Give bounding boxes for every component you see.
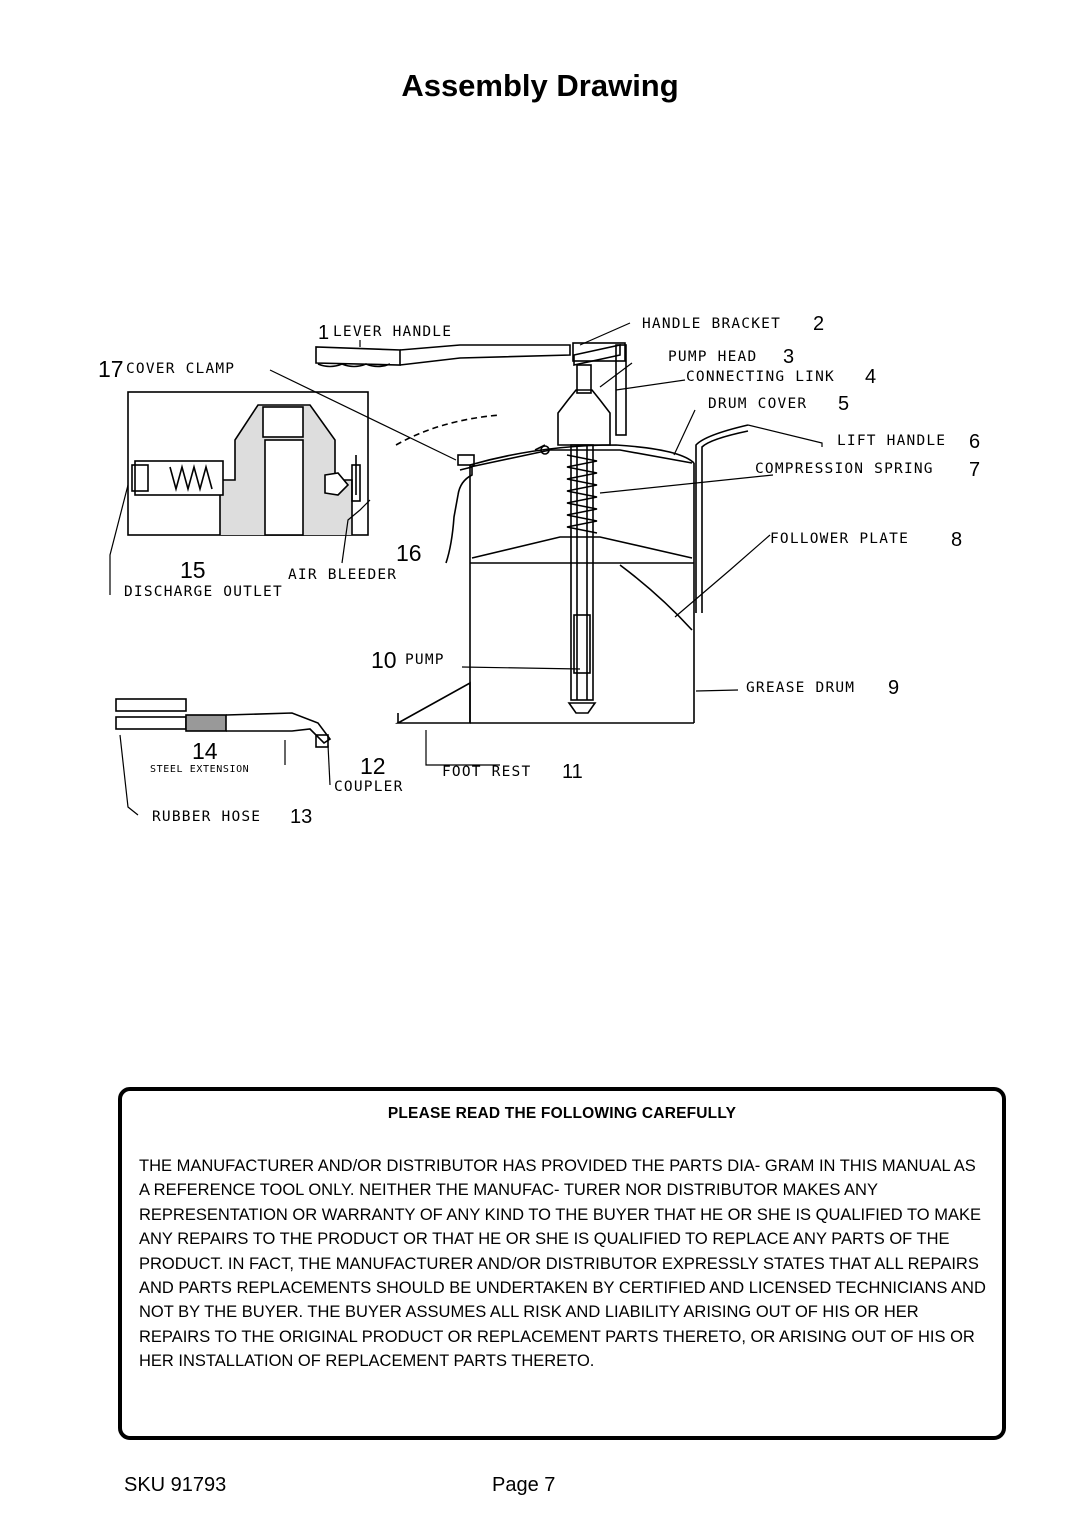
cover-clamp-drawing	[395, 414, 501, 564]
lever-handle-drawing	[315, 344, 571, 368]
label-steel-extension: STEEL EXTENSION	[150, 764, 249, 775]
label-compression-spring: COMPRESSION SPRING	[755, 461, 934, 477]
label-follower-plate: FOLLOWER PLATE	[770, 531, 909, 547]
lift-handle-drawing	[695, 424, 749, 613]
disclaimer-text: THE MANUFACTURER AND/OR DISTRIBUTOR HAS …	[139, 1157, 986, 1371]
callout-6: 6	[969, 431, 980, 453]
callout-8: 8	[951, 529, 962, 551]
assembly-diagram: 1 LEVER HANDLE HANDLE BRACKET 2 PUMP HEA…	[80, 295, 1005, 860]
callout-7: 7	[969, 459, 980, 481]
page-number: Page 7	[492, 1474, 556, 1496]
callout-9: 9	[888, 677, 899, 699]
callout-14: 14	[192, 738, 218, 764]
hose-assembly-drawing	[115, 698, 332, 748]
label-air-bleeder: AIR BLEEDER	[288, 567, 397, 583]
label-lever-handle: LEVER HANDLE	[333, 324, 452, 340]
callout-4: 4	[865, 366, 876, 388]
assembly-drawing-svg: 1 LEVER HANDLE HANDLE BRACKET 2 PUMP HEA…	[98, 313, 980, 828]
sku-number: SKU 91793	[124, 1474, 227, 1496]
callout-16: 16	[396, 540, 422, 566]
label-drum-cover: DRUM COVER	[708, 396, 807, 412]
callout-11: 11	[562, 761, 583, 783]
label-handle-bracket: HANDLE BRACKET	[642, 316, 781, 332]
callout-5: 5	[838, 393, 849, 415]
label-rubber-hose: RUBBER HOSE	[152, 809, 261, 825]
label-pump-head: PUMP HEAD	[668, 349, 757, 365]
callout-1: 1	[318, 322, 329, 344]
label-connecting-link: CONNECTING LINK	[686, 369, 835, 385]
label-grease-drum: GREASE DRUM	[746, 680, 855, 696]
drum-cover-drawing	[469, 444, 693, 468]
disclaimer-box: PLEASE READ THE FOLLOWING CAREFULLY THE …	[118, 1087, 1006, 1440]
callout-10: 10	[371, 647, 397, 673]
label-foot-rest: FOOT REST	[442, 764, 531, 780]
label-discharge-outlet: DISCHARGE OUTLET	[124, 584, 283, 600]
follower-plate-drawing	[471, 536, 693, 631]
label-cover-clamp: COVER CLAMP	[126, 361, 235, 377]
leader-lines	[109, 322, 823, 816]
disclaimer-heading: PLEASE READ THE FOLLOWING CAREFULLY	[387, 1105, 737, 1122]
pump-head-drawing	[557, 344, 627, 446]
callout-2: 2	[813, 313, 824, 335]
label-pump: PUMP	[405, 652, 445, 668]
foot-rest-drawing	[394, 681, 471, 724]
compression-spring-drawing	[566, 454, 598, 534]
callout-12: 12	[360, 753, 386, 779]
discharge-outlet-inset	[127, 391, 369, 536]
page-title: Assembly Drawing	[401, 68, 679, 103]
callout-3: 3	[783, 346, 794, 368]
label-coupler: COUPLER	[334, 779, 404, 795]
callout-15: 15	[180, 557, 206, 583]
callout-17: 17	[98, 356, 124, 382]
callout-13: 13	[290, 806, 312, 828]
pump-tube-drawing	[567, 444, 597, 714]
handle-bracket-drawing	[572, 342, 626, 362]
label-lift-handle: LIFT HANDLE	[837, 433, 946, 449]
